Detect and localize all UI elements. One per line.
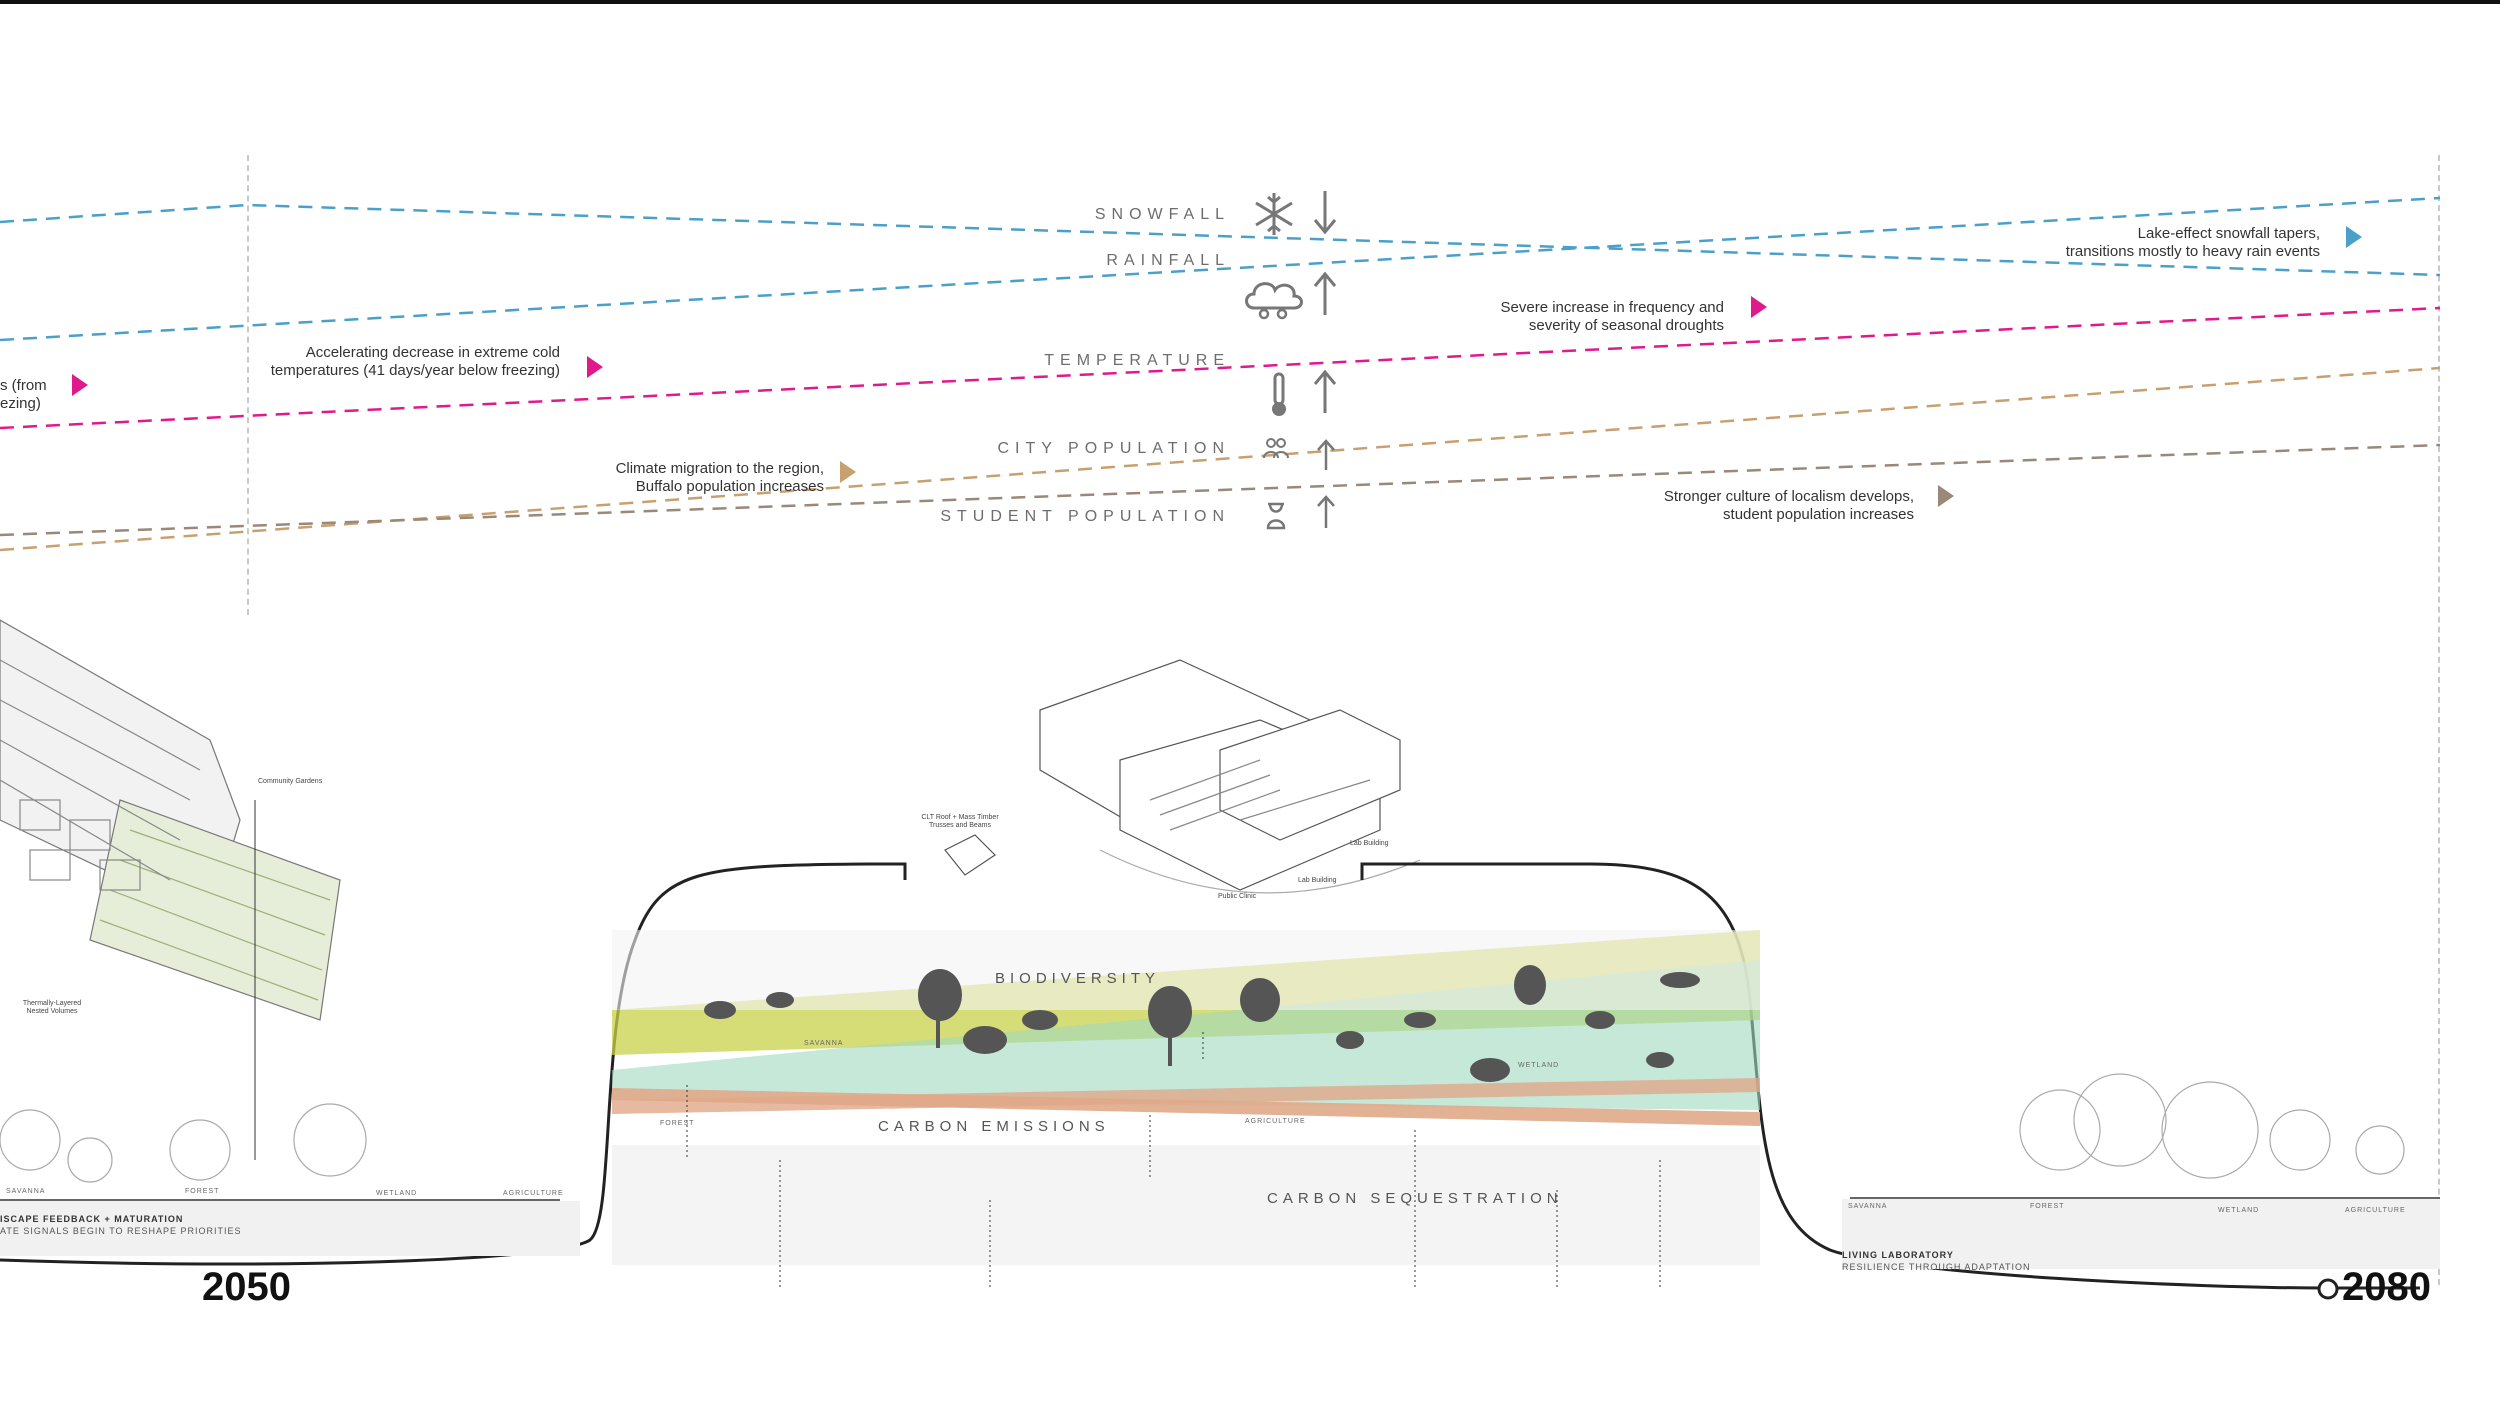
annotation-line: Climate migration to the region, — [615, 460, 824, 477]
year-2080: 2080 — [2342, 1265, 2431, 1309]
public-clinic-label: Public Clinic — [1218, 893, 1257, 900]
left-axonometric-building — [0, 619, 341, 1160]
annotation-localism: Stronger culture of localism develops, s… — [1600, 488, 1914, 524]
right-section-subheading: RESILIENCE THROUGH ADAPTATION — [1842, 1262, 2031, 1272]
savanna-band-label: SAVANNA — [804, 1040, 844, 1047]
arrow-up-icon — [1313, 271, 1337, 315]
annotation-line: student population increases — [1723, 506, 1914, 523]
student-population-line — [0, 443, 2441, 537]
annotation-line: transitions mostly to heavy rain events — [2065, 243, 2320, 260]
arrow-cold — [587, 356, 603, 378]
year-guide-2050 — [247, 155, 249, 615]
left-zone-agriculture: AGRICULTURE — [503, 1190, 564, 1197]
annotation-cold: Accelerating decrease in extreme cold te… — [240, 344, 560, 380]
carbon-sequestration-label: CARBON SEQUESTRATION — [1267, 1190, 1563, 1207]
left-zone-savanna: SAVANNA — [6, 1188, 46, 1195]
end-marker-2080 — [2317, 1278, 2339, 1300]
lower-diagram — [0, 619, 2440, 1300]
arrow-up-icon — [1313, 369, 1337, 413]
temperature-line — [0, 306, 2441, 430]
arrow-localism — [1938, 485, 1954, 507]
landscape-trees — [0, 1073, 2405, 1183]
snowfall-line — [0, 203, 2441, 277]
right-zone-savanna: SAVANNA — [1848, 1203, 1888, 1210]
annotation-line: Buffalo population increases — [635, 478, 824, 495]
annotation-cut-left: s (from ezing) — [0, 377, 47, 413]
temperature-label: TEMPERATURE — [1044, 352, 1230, 369]
arrow-snowfall — [2346, 226, 2362, 248]
center-axonometric-building — [944, 659, 1421, 894]
carbon-emissions-band-lower — [612, 1078, 1760, 1114]
snowflake-icon — [1255, 193, 1293, 235]
thermometer-icon — [1272, 372, 1286, 416]
year-guide-2080 — [2438, 155, 2440, 1285]
wetland-band-label: WETLAND — [1518, 1062, 1560, 1069]
right-zone-agriculture: AGRICULTURE — [2345, 1207, 2406, 1214]
arrow-up-icon — [1317, 495, 1335, 528]
people-icon — [1263, 438, 1289, 459]
left-zone-wetland: WETLAND — [376, 1190, 418, 1197]
leader-lines — [686, 1032, 1661, 1290]
annotation-line: s (from — [0, 377, 47, 394]
arrow-cut-left — [72, 374, 88, 396]
annotation-snowfall: Lake-effect snowfall tapers, transitions… — [2000, 225, 2320, 261]
snowfall-label: SNOWFALL — [1094, 206, 1230, 223]
forest-band-label: FOREST — [660, 1120, 695, 1127]
city-population-label: CITY POPULATION — [997, 440, 1230, 457]
right-ground-fill — [1842, 1199, 2440, 1269]
arrow-up-icon — [1317, 439, 1335, 470]
left-section-subheading: ATE SIGNALS BEGIN TO RESHAPE PRIORITIES — [0, 1226, 242, 1236]
left-zone-forest: FOREST — [185, 1188, 220, 1195]
annotation-migration: Climate migration to the region, Buffalo… — [560, 460, 824, 496]
city-population-line — [0, 366, 2441, 552]
top-border — [0, 0, 2500, 4]
arrow-down-icon — [1313, 191, 1337, 235]
left-section-heading: ISCAPE FEEDBACK + MATURATION — [0, 1214, 184, 1224]
right-zone-forest: FOREST — [2030, 1203, 2065, 1210]
left-ground-fill — [0, 1201, 580, 1256]
wildlife-silhouettes — [704, 965, 1700, 1082]
climate-lines — [0, 196, 2441, 552]
annotation-line: severity of seasonal droughts — [1528, 317, 1724, 334]
lab-building-label-2: Lab Building — [1298, 877, 1337, 884]
rainfall-line — [0, 196, 2441, 342]
nested-volumes-label: Thermally-Layered Nested Volumes — [22, 1000, 82, 1015]
student-icon — [1266, 502, 1286, 530]
year-2050: 2050 — [202, 1265, 291, 1309]
annotation-line: Accelerating decrease in extreme cold — [305, 344, 560, 361]
biodiversity-label: BIODIVERSITY — [995, 970, 1161, 987]
arrow-migration — [840, 461, 856, 483]
annotation-drought: Severe increase in frequency and severit… — [1450, 299, 1724, 335]
lab-building-label-1: Lab Building — [1350, 840, 1389, 847]
annotation-line: Lake-effect snowfall tapers, — [2137, 225, 2320, 242]
arrow-drought — [1751, 296, 1767, 318]
carbon-emissions-label: CARBON EMISSIONS — [878, 1118, 1110, 1135]
community-gardens-label: Community Gardens — [258, 778, 323, 785]
cloud-rain-icon — [1245, 282, 1303, 320]
annotation-line: temperatures (41 days/year below freezin… — [270, 362, 560, 379]
sequestration-zone — [612, 1145, 1760, 1265]
annotation-line: ezing) — [0, 395, 41, 412]
annotation-line: Stronger culture of localism develops, — [1663, 488, 1914, 505]
right-zone-wetland: WETLAND — [2218, 1207, 2260, 1214]
annotation-line: Severe increase in frequency and — [1500, 299, 1724, 316]
clt-roof-label: CLT Roof + Mass Timber Trusses and Beams — [921, 814, 999, 829]
agriculture-band-label: AGRICULTURE — [1245, 1118, 1306, 1125]
right-section-heading: LIVING LABORATORY — [1842, 1250, 1954, 1260]
rainfall-label: RAINFALL — [1106, 252, 1230, 269]
student-population-label: STUDENT POPULATION — [940, 508, 1230, 525]
